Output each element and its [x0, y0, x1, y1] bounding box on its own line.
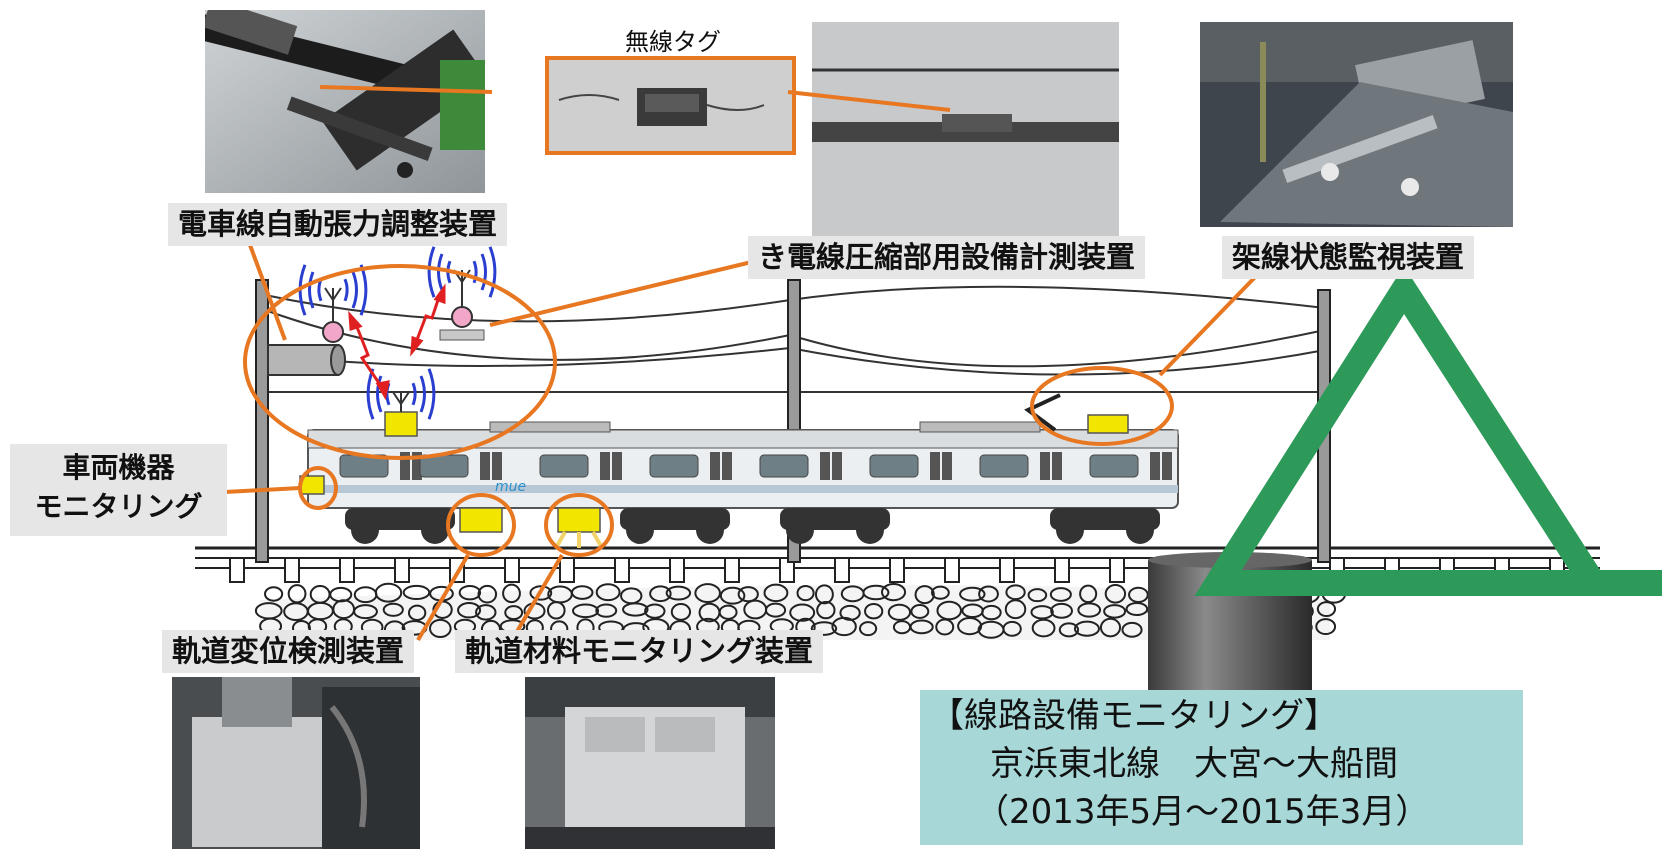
info-title: 【線路設備モニタリング】 — [930, 696, 1338, 736]
label-overhead-monitor: 架線状態監視装置 — [1222, 236, 1475, 279]
signal-arrows — [348, 283, 446, 401]
overhead-monitor-photo — [1200, 22, 1513, 227]
info-line-period: （2013年5月～2015年3月） — [975, 792, 1430, 832]
track-material-photo — [525, 677, 775, 849]
tension-device — [267, 344, 346, 376]
label-vehicle-equipment: 車両機器 モニタリング — [10, 444, 227, 536]
compression-joint-photo — [812, 22, 1119, 252]
auto-tension-device-photo — [205, 10, 485, 193]
yellow-devices — [299, 411, 1129, 533]
info-line-section: 京浜東北線 大宮～大船間 — [990, 744, 1398, 784]
orange-callouts — [224, 85, 1264, 642]
train-logo: mue — [495, 479, 527, 495]
track-displacement-photo — [172, 677, 420, 849]
label-auto-tension: 電車線自動張力調整装置 — [168, 203, 508, 246]
radio-nodes — [322, 269, 485, 412]
info-box: 【線路設備モニタリング】 京浜東北線 大宮～大船間 （2013年5月～2015年… — [920, 690, 1523, 845]
wireless-tag-title: 無線タグ — [625, 28, 721, 56]
green-triangle — [1194, 265, 1662, 596]
radio-waves — [298, 246, 497, 420]
wireless-tag-photo — [545, 56, 796, 155]
label-compression-joint: き電線圧縮部用設備計測装置 — [748, 236, 1146, 279]
train — [307, 393, 1179, 544]
sensor-beams — [554, 531, 604, 549]
label-track-material: 軌道材料モニタリング装置 — [455, 630, 824, 673]
label-track-displacement: 軌道変位検測装置 — [162, 630, 415, 673]
